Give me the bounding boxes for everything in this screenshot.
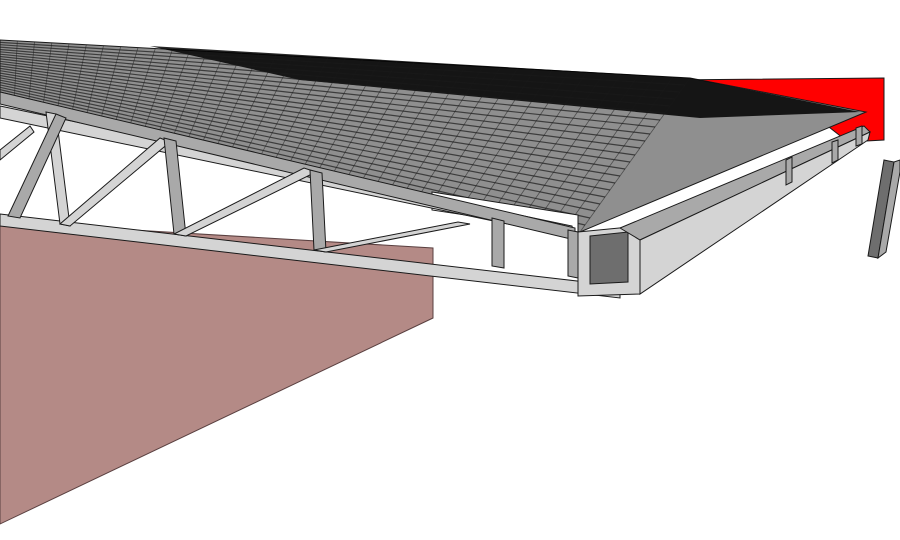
roof-corrugation-ribs: [0, 40, 691, 233]
roof-corrugation-line: [0, 79, 606, 198]
truss-web-vertical: [567, 229, 579, 279]
roof-corrugation-line: [0, 55, 656, 128]
roof-corrugation-line: [0, 53, 661, 121]
roof-corrugation-line: [0, 65, 636, 156]
eave-beam-web: [589, 231, 629, 285]
roof-corrugation-line: [0, 86, 591, 219]
truss-bottom-chord: [0, 213, 621, 299]
beam-stiffener: [855, 125, 863, 147]
roof-corrugation-line: [0, 63, 641, 149]
beam-stiffener: [831, 139, 839, 164]
roof-corrugation-line: [0, 77, 611, 191]
roof-corrugation-line: [0, 48, 671, 107]
roof-corrugation-line: [0, 84, 596, 212]
roof-corrugation-line: [0, 67, 631, 163]
beam-stiffener: [785, 156, 793, 186]
truss-web-diagonal: [7, 113, 67, 219]
truss-web-vertical: [491, 217, 505, 269]
roof-corrugation-line: [0, 81, 601, 205]
roof-corrugation-line: [0, 72, 621, 177]
truss-web-diagonal: [313, 221, 471, 253]
truss-web-members: [0, 111, 579, 279]
truss-web-diagonal: [58, 137, 171, 227]
roof-corrugation-line: [0, 74, 616, 184]
eave-beam-long-face: [639, 131, 871, 295]
truss-web-diagonal: [172, 167, 318, 237]
roof-corrugation-line: [0, 58, 651, 135]
eave-beam-stiffeners: [785, 125, 863, 186]
loose-steel-purlin-flange: [877, 159, 900, 260]
roof-far-shadow: [150, 46, 860, 118]
truss-web-diagonal: [0, 125, 35, 161]
roof-corrugation-line: [0, 70, 626, 170]
roof-corrugation-line: [0, 41, 686, 86]
roof-corrugation-line: [0, 44, 681, 93]
roof-corrugation-line: [0, 60, 646, 142]
brick-wall-block: [0, 221, 434, 525]
roof-corrugation-line: [0, 46, 676, 100]
roof-corrugation-line: [0, 51, 666, 114]
